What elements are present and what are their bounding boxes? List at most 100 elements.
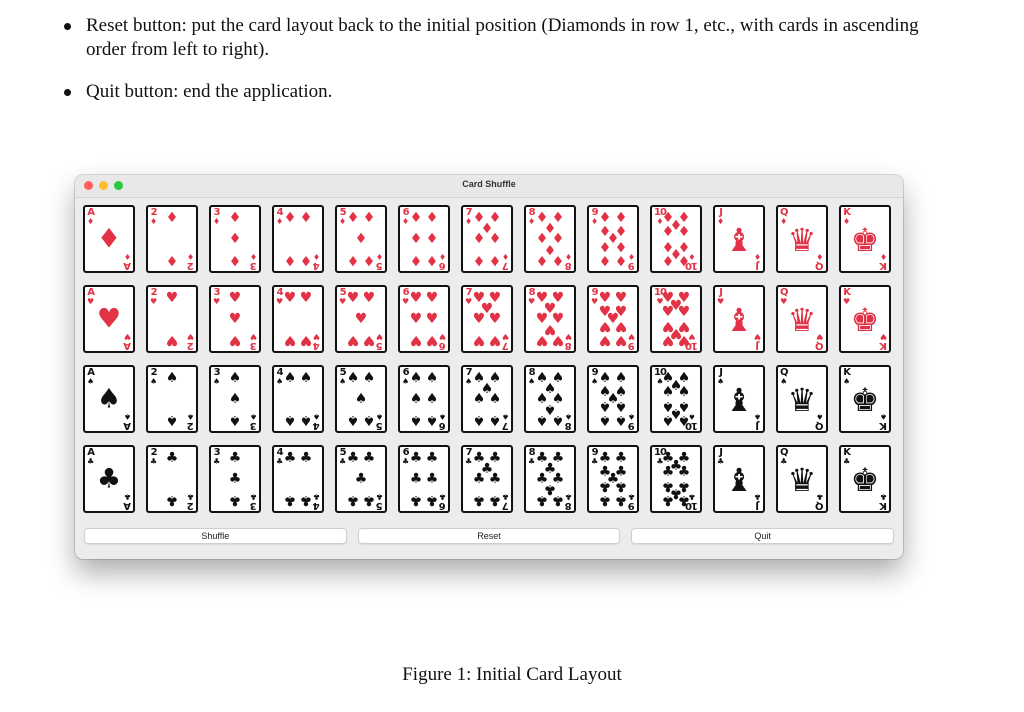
card-6-of-diamonds[interactable]: 6♦6♦♦♦♦♦♦♦ — [398, 205, 450, 273]
card-corner-index: K♦ — [880, 252, 887, 271]
diamonds-suit-icon: ♦ — [780, 217, 788, 226]
card-7-of-spades[interactable]: 7♠7♠♠♠♠♠♠♠♠ — [461, 365, 513, 433]
card-corner-index: 9♥ — [591, 288, 599, 307]
card-k-of-hearts[interactable]: K♥K♥♚ — [839, 285, 891, 353]
card-8-of-spades[interactable]: 8♠8♠♠♠♠♠♠♠♠♠ — [524, 365, 576, 433]
card-2-of-diamonds[interactable]: 2♦2♦♦♦ — [146, 205, 198, 273]
hearts-pip-icon: ♥ — [551, 331, 565, 348]
card-j-of-diamonds[interactable]: J♦J♦♝ — [713, 205, 765, 273]
hearts-pip-icon: ♥ — [165, 290, 179, 307]
spades-pip-icon: ♠ — [535, 370, 549, 387]
card-2-of-clubs[interactable]: 2♣2♣♣♣ — [146, 445, 198, 513]
diamonds-pip-icon: ♦ — [228, 231, 242, 247]
card-k-of-diamonds[interactable]: K♦K♦♚ — [839, 205, 891, 273]
card-7-of-hearts[interactable]: 7♥7♥♥♥♥♥♥♥♥ — [461, 285, 513, 353]
card-5-of-hearts[interactable]: 5♥5♥♥♥♥♥♥ — [335, 285, 387, 353]
card-a-of-diamonds[interactable]: A♦A♦♦ — [83, 205, 135, 273]
card-rank-label: K — [843, 447, 851, 458]
card-j-of-hearts[interactable]: J♥J♥♝ — [713, 285, 765, 353]
quit-button[interactable]: Quit — [631, 528, 895, 544]
card-10-of-spades[interactable]: 10♠10♠♠♠♠♠♠♠♠♠♠♠ — [650, 365, 702, 433]
diamonds-suit-icon: ♦ — [87, 217, 95, 226]
card-8-of-clubs[interactable]: 8♣8♣♣♣♣♣♣♣♣♣ — [524, 445, 576, 513]
spades-pip-icon: ♠ — [228, 411, 242, 428]
card-4-of-spades[interactable]: 4♠4♠♠♠♠♠ — [272, 365, 324, 433]
card-4-of-clubs[interactable]: 4♣4♣♣♣♣♣ — [272, 445, 324, 513]
diamonds-pip-icon: ♦ — [409, 210, 423, 227]
card-row-clubs: A♣A♣♣2♣2♣♣♣3♣3♣♣♣♣4♣4♣♣♣♣♣5♣5♣♣♣♣♣♣6♣6♣♣… — [83, 445, 891, 513]
card-9-of-diamonds[interactable]: 9♦9♦♦♦♦♦♦♦♦♦♦ — [587, 205, 639, 273]
card-pip-area: ♠♠♠♠♠♠♠ — [471, 371, 503, 428]
diamonds-suit-icon: ♦ — [843, 217, 851, 226]
card-rank-label: 3 — [213, 447, 221, 458]
card-rank-label: 8 — [565, 340, 572, 351]
hearts-pip-icon: ♥ — [614, 303, 628, 320]
title-bar[interactable]: Card Shuffle — [75, 175, 903, 198]
card-rank-label: K — [880, 340, 887, 351]
card-j-of-spades[interactable]: J♠J♠♝ — [713, 365, 765, 433]
zoom-icon[interactable] — [114, 181, 123, 190]
card-3-of-clubs[interactable]: 3♣3♣♣♣♣ — [209, 445, 261, 513]
card-7-of-clubs[interactable]: 7♣7♣♣♣♣♣♣♣♣ — [461, 445, 513, 513]
clubs-pip-icon: ♣ — [551, 491, 565, 508]
spades-pip-icon: ♠ — [362, 370, 376, 387]
card-a-of-clubs[interactable]: A♣A♣♣ — [83, 445, 135, 513]
card-corner-index: J♥ — [754, 332, 761, 351]
card-8-of-diamonds[interactable]: 8♦8♦♦♦♦♦♦♦♦♦ — [524, 205, 576, 273]
diamonds-pip-icon: ♦ — [661, 210, 675, 227]
card-q-of-hearts[interactable]: Q♥Q♥♛ — [776, 285, 828, 353]
card-2-of-hearts[interactable]: 2♥2♥♥♥ — [146, 285, 198, 353]
card-10-of-diamonds[interactable]: 10♦10♦♦♦♦♦♦♦♦♦♦♦ — [650, 205, 702, 273]
clubs-pip-icon: ♣ — [614, 478, 628, 495]
shuffle-button[interactable]: Shuffle — [84, 528, 347, 544]
spades-pip-icon: ♠ — [488, 411, 502, 428]
diamonds-pip-icon: ♦ — [614, 210, 628, 227]
card-q-of-clubs[interactable]: Q♣Q♣♛ — [776, 445, 828, 513]
clubs-pip-icon: ♣ — [677, 450, 691, 467]
spades-suit-icon: ♠ — [213, 377, 221, 386]
card-3-of-spades[interactable]: 3♠3♠♠♠♠ — [209, 365, 261, 433]
minimize-icon[interactable] — [99, 181, 108, 190]
hearts-suit-icon: ♥ — [717, 297, 725, 306]
card-pip-area: ♦♦♦♦♦♦♦ — [471, 211, 503, 267]
card-5-of-spades[interactable]: 5♠5♠♠♠♠♠♠ — [335, 365, 387, 433]
spades-pip-icon: ♠ — [661, 383, 675, 400]
card-4-of-diamonds[interactable]: 4♦4♦♦♦♦♦ — [272, 205, 324, 273]
card-a-of-spades[interactable]: A♠A♠♠ — [83, 365, 135, 433]
card-10-of-hearts[interactable]: 10♥10♥♥♥♥♥♥♥♥♥♥♥ — [650, 285, 702, 353]
card-6-of-spades[interactable]: 6♠6♠♠♠♠♠♠♠ — [398, 365, 450, 433]
card-6-of-hearts[interactable]: 6♥6♥♥♥♥♥♥♥ — [398, 285, 450, 353]
card-k-of-spades[interactable]: K♠K♠♚ — [839, 365, 891, 433]
card-5-of-diamonds[interactable]: 5♦5♦♦♦♦♦♦ — [335, 205, 387, 273]
face-figure-icon: ♛ — [787, 301, 817, 340]
card-a-of-hearts[interactable]: A♥A♥♥ — [83, 285, 135, 353]
card-rank-label: 5 — [339, 287, 347, 298]
clubs-pip-icon: ♣ — [677, 463, 691, 480]
card-2-of-spades[interactable]: 2♠2♠♠♠ — [146, 365, 198, 433]
card-6-of-clubs[interactable]: 6♣6♣♣♣♣♣♣♣ — [398, 445, 450, 513]
card-4-of-hearts[interactable]: 4♥4♥♥♥♥♥ — [272, 285, 324, 353]
card-9-of-spades[interactable]: 9♠9♠♠♠♠♠♠♠♠♠♠ — [587, 365, 639, 433]
card-3-of-diamonds[interactable]: 3♦3♦♦♦♦ — [209, 205, 261, 273]
card-9-of-clubs[interactable]: 9♣9♣♣♣♣♣♣♣♣♣♣ — [587, 445, 639, 513]
card-9-of-hearts[interactable]: 9♥9♥♥♥♥♥♥♥♥♥♥ — [587, 285, 639, 353]
card-q-of-spades[interactable]: Q♠Q♠♛ — [776, 365, 828, 433]
card-5-of-clubs[interactable]: 5♣5♣♣♣♣♣♣ — [335, 445, 387, 513]
card-corner-index: 3♦ — [213, 208, 221, 227]
card-7-of-diamonds[interactable]: 7♦7♦♦♦♦♦♦♦♦ — [461, 205, 513, 273]
card-8-of-hearts[interactable]: 8♥8♥♥♥♥♥♥♥♥♥ — [524, 285, 576, 353]
card-rank-label: 9 — [591, 447, 599, 458]
card-j-of-clubs[interactable]: J♣J♣♝ — [713, 445, 765, 513]
card-corner-index: 6♠ — [402, 368, 410, 387]
card-corner-index: A♣ — [87, 448, 95, 467]
clubs-suit-icon: ♣ — [591, 457, 599, 466]
spades-pip-icon: ♠ — [425, 411, 439, 428]
card-k-of-clubs[interactable]: K♣K♣♚ — [839, 445, 891, 513]
card-q-of-diamonds[interactable]: Q♦Q♦♛ — [776, 205, 828, 273]
reset-button[interactable]: Reset — [357, 528, 621, 544]
close-icon[interactable] — [84, 181, 93, 190]
clubs-pip-icon: ♣ — [228, 491, 242, 508]
card-10-of-clubs[interactable]: 10♣10♣♣♣♣♣♣♣♣♣♣♣ — [650, 445, 702, 513]
card-3-of-hearts[interactable]: 3♥3♥♥♥♥ — [209, 285, 261, 353]
diamonds-suit-icon: ♦ — [150, 217, 158, 226]
